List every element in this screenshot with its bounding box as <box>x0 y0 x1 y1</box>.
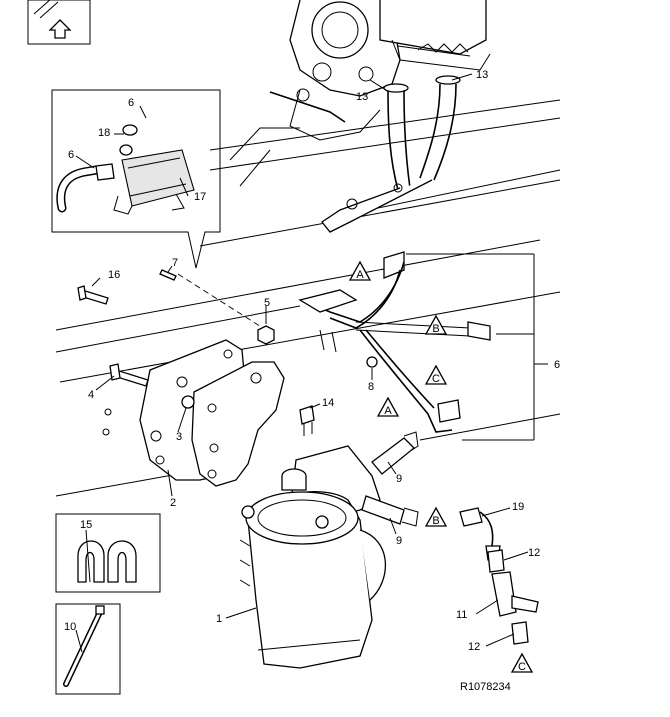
chassis-frame <box>55 99 561 497</box>
cooler-detail-inset <box>51 89 221 269</box>
up-arrow-icon <box>48 19 72 39</box>
alignment-line <box>177 273 267 331</box>
marker-label: B <box>432 515 439 527</box>
figure-id: R1078234 <box>460 681 511 693</box>
marker-B1: B <box>424 314 448 335</box>
cable-tie-10-inset <box>55 603 121 695</box>
marker-label: C <box>518 661 526 673</box>
callout-18: 18 <box>98 127 110 139</box>
marker-B2: B <box>424 506 448 527</box>
callout-6-inset-top: 6 <box>128 97 134 109</box>
callout-6-inset-left: 6 <box>68 149 74 161</box>
callout-1: 1 <box>216 613 222 625</box>
callout-13-left: 13 <box>356 91 368 103</box>
callout-2: 2 <box>170 497 176 509</box>
bracket-3 <box>181 361 285 487</box>
callout-3: 3 <box>176 431 182 443</box>
callout-15: 15 <box>80 519 92 531</box>
fitting-12-upper <box>487 549 505 573</box>
marker-label: A <box>356 269 364 281</box>
callout-17: 17 <box>194 191 206 203</box>
callout-19: 19 <box>512 501 524 513</box>
bolt-16 <box>77 285 109 305</box>
callout-5: 5 <box>264 297 270 309</box>
marker-A2: A <box>376 396 400 417</box>
clamp-15-inset <box>55 513 161 593</box>
marker-label: B <box>432 323 439 335</box>
bolt-4 <box>109 363 149 387</box>
callout-9-lower: 9 <box>396 535 402 547</box>
callout-8: 8 <box>368 381 374 393</box>
callout-4: 4 <box>88 389 94 401</box>
callout-12-upper: 12 <box>528 547 540 559</box>
marker-A1: A <box>348 260 372 281</box>
marker-label: A <box>384 405 392 417</box>
callout-9-upper: 9 <box>396 473 402 485</box>
pipe-assembly-6 <box>298 251 548 441</box>
leader-lines <box>75 73 529 653</box>
tee-11 <box>491 571 539 617</box>
marker-C2: C <box>510 652 534 673</box>
fitting-12-lower <box>511 621 529 645</box>
fitting-9-upper <box>371 431 419 475</box>
callout-13-right: 13 <box>476 69 488 81</box>
engine-block <box>269 0 491 141</box>
bolt-7 <box>159 269 177 281</box>
callout-11: 11 <box>456 609 467 621</box>
marker-C1: C <box>424 364 448 385</box>
fitting-9-lower <box>361 495 419 527</box>
callout-10: 10 <box>64 621 76 633</box>
marker-label: C <box>432 373 440 385</box>
callout-6: 6 <box>554 359 560 371</box>
callouts: 1 2 3 4 5 6 6 6 7 8 9 9 10 11 12 12 13 1… <box>64 69 560 653</box>
sensor-14 <box>299 405 315 436</box>
callout-14: 14 <box>322 397 334 409</box>
nut-5 <box>257 325 275 345</box>
reservoir-hoses <box>229 75 461 233</box>
steering-gear-1 <box>239 445 387 669</box>
callout-12-lower: 12 <box>468 641 480 653</box>
callout-16: 16 <box>108 269 120 281</box>
orientation-box <box>27 0 91 45</box>
callout-7: 7 <box>172 257 178 269</box>
